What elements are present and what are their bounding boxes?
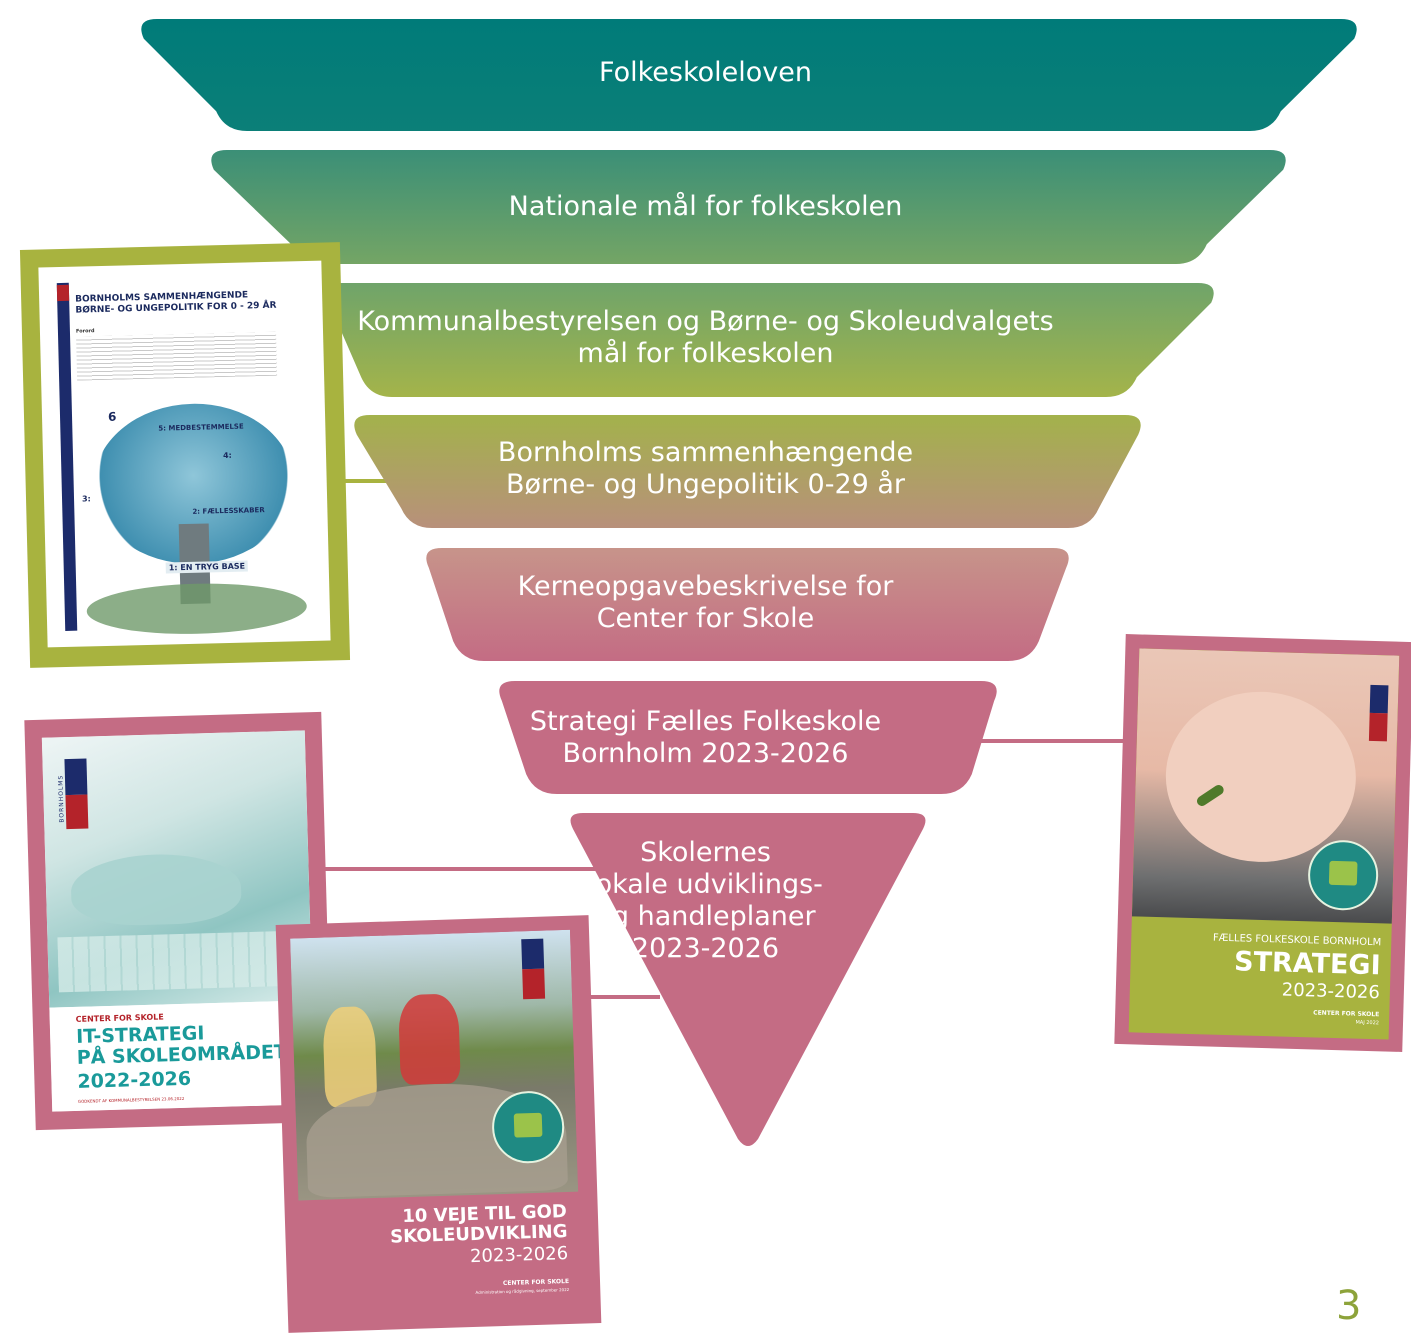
policy-intro-heading: Forord bbox=[75, 328, 95, 335]
strategy-org: CENTER FOR SKOLE bbox=[1313, 1009, 1380, 1019]
strategy-years: 2023-2026 bbox=[1281, 979, 1381, 1004]
funnel-label-line: Bornholms sammenhængende bbox=[497, 437, 914, 468]
funnel-label-line: Kommunalbestyrelsen og Børne- og Skoleud… bbox=[357, 306, 1054, 337]
ten-ways-cover-page: 10 VEJE TIL GOD SKOLEUDVIKLING 2023-2026… bbox=[290, 929, 582, 1319]
funnel-label-1: Folkeskoleloven bbox=[0, 57, 1411, 89]
ten-years: 2023-2026 bbox=[469, 1242, 569, 1268]
logo-blue bbox=[64, 758, 88, 796]
intro-text-block bbox=[76, 331, 278, 381]
logo-blue bbox=[521, 938, 545, 970]
funnel-layer-5 bbox=[426, 548, 1069, 661]
funnel-layer-3 bbox=[326, 283, 1214, 397]
crest-icon bbox=[65, 794, 89, 830]
crest-icon bbox=[1368, 712, 1388, 742]
funnel-label-line: Folkeskoleloven bbox=[599, 57, 812, 88]
funnel-layer-6 bbox=[499, 681, 997, 794]
tree-level-3: 3: bbox=[81, 494, 91, 504]
funnel-label-line: Strategi Fælles Folkeskole bbox=[529, 706, 882, 737]
funnel-label-line: Bornholm 2023-2026 bbox=[562, 738, 849, 769]
funnel-label-line: Kerneopgavebeskrivelse for bbox=[517, 571, 894, 602]
policy-cover-page: BORNHOLMS SAMMENHÆNGENDE BØRNE- OG UNGEP… bbox=[38, 260, 331, 648]
ten-org-sub: Administration og rådgivning, september … bbox=[475, 1286, 570, 1295]
school-icon bbox=[513, 1112, 543, 1138]
it-strategy-cover-page: BORNHOLMS CENTER FOR SKOLE IT-STRATEGI P… bbox=[41, 730, 316, 1112]
page-number: 3 bbox=[1336, 1283, 1362, 1329]
crest-icon bbox=[522, 968, 546, 1000]
funnel-label-line: lokale udviklings- bbox=[588, 869, 823, 900]
funnel-label-line: Børne- og Ungepolitik 0-29 år bbox=[505, 469, 906, 500]
logo-text: BORNHOLMS bbox=[57, 774, 66, 823]
funnel-layer-4 bbox=[354, 415, 1141, 528]
funnel-label-line: 2023-2026 bbox=[631, 933, 780, 964]
funnel-layer-1 bbox=[141, 19, 1357, 131]
school-icon bbox=[1328, 860, 1358, 886]
policy-cover: BORNHOLMS SAMMENHÆNGENDE BØRNE- OG UNGEP… bbox=[19, 242, 351, 668]
tree-illustration: 6 5: MEDBESTEMMELSE 4: 3: 2: FÆLLESSKABE… bbox=[72, 401, 318, 642]
child-2 bbox=[397, 993, 461, 1086]
funnel-label-line: og handleplaner bbox=[595, 901, 816, 932]
funnel-label-line: Nationale mål for folkeskolen bbox=[508, 191, 903, 222]
funnel-label-3: Kommunalbestyrelsen og Børne- og Skoleud… bbox=[0, 306, 1411, 370]
funnel-label-line: Skolernes bbox=[640, 837, 771, 868]
funnel-label-line: Center for Skole bbox=[596, 603, 815, 634]
keyboard-shape bbox=[57, 930, 309, 993]
funnel-layer-7 bbox=[570, 813, 926, 1146]
ten-org: CENTER FOR SKOLE bbox=[502, 1277, 570, 1288]
funnel-layer-2 bbox=[211, 150, 1286, 264]
strategy-date: MAJ 2022 bbox=[1355, 1019, 1380, 1027]
tree-level-4: 4: bbox=[222, 450, 232, 461]
strategy-cover-page: FÆLLES FOLKESKOLE BORNHOLM STRATEGI 2023… bbox=[1128, 648, 1400, 1040]
tree-level-6: 6 bbox=[107, 409, 117, 424]
ten-ways-cover: 10 VEJE TIL GOD SKOLEUDVIKLING 2023-2026… bbox=[275, 915, 602, 1333]
logo-blue bbox=[1369, 684, 1389, 714]
strategy-cover: FÆLLES FOLKESKOLE BORNHOLM STRATEGI 2023… bbox=[1114, 634, 1411, 1052]
it-years: 2022-2026 bbox=[77, 1067, 192, 1093]
funnel-label-2: Nationale mål for folkeskolen bbox=[0, 191, 1411, 223]
child-1 bbox=[322, 1005, 378, 1108]
crest-icon bbox=[56, 284, 70, 302]
strategy-title: STRATEGI bbox=[1233, 946, 1382, 982]
tree-level-1: 1: EN TRYG BASE bbox=[165, 560, 249, 574]
funnel-label-line: mål for folkeskolen bbox=[577, 338, 834, 369]
